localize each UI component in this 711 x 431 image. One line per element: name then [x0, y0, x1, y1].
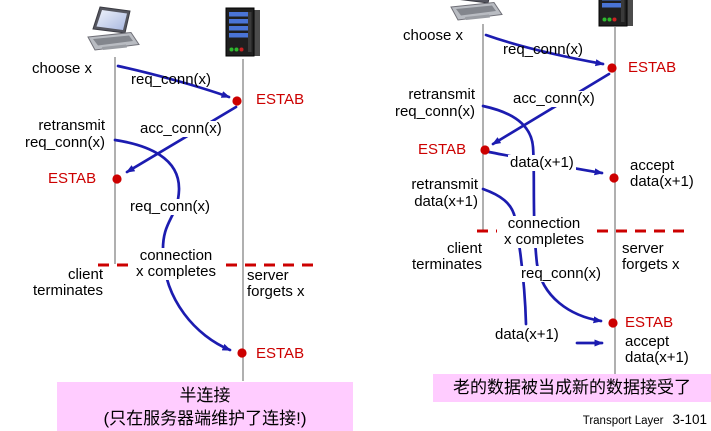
choose-x-label: choose x: [32, 60, 93, 77]
req-conn-arrow: [116, 64, 231, 99]
estab-state-dot: [112, 174, 122, 184]
estab-state-dot: [237, 348, 247, 358]
client-terminates-label: client terminates: [32, 266, 103, 299]
acc-conn-label: acc_conn(x): [511, 90, 597, 107]
estab-label: ESTAB: [48, 170, 97, 187]
retransmitted-req-conn-label: req_conn(x): [519, 265, 604, 282]
retransmit-req-conn-arrow: [113, 138, 232, 352]
retransmit-req-conn-arrow: [481, 104, 603, 324]
retransmit-req-conn-label: retransmit req_conn(x): [24, 117, 105, 151]
estab-label: ESTAB: [418, 141, 467, 158]
choose-x-label: choose x: [403, 27, 464, 44]
client-laptop-icon: [450, 0, 503, 21]
estab-state-dot: [232, 96, 242, 106]
estab-label: ESTAB: [628, 59, 677, 76]
retransmit-data-curve: [481, 187, 528, 326]
retransmitted-req-conn-label: req_conn(x): [128, 198, 213, 215]
footer-course-label: Transport Layer: [582, 415, 664, 427]
estab-label: ESTAB: [625, 314, 674, 331]
accept-data-label: accept data(x+1): [630, 157, 694, 190]
acc-conn-arrow: [491, 72, 611, 146]
server-forgets-label: server forgets x: [247, 267, 305, 300]
estab-label: ESTAB: [256, 91, 305, 108]
data-label: data(x+1): [493, 326, 561, 343]
connection-completes-label: connection x completes: [131, 248, 221, 280]
data-label: data(x+1): [508, 154, 576, 171]
retransmit-req-conn-label: retransmit req_conn(x): [394, 86, 475, 120]
estab-state-dot: [607, 63, 617, 73]
req-conn-arrow: [484, 33, 605, 67]
acc-conn-arrow: [125, 105, 238, 174]
client-laptop-icon: [87, 6, 140, 51]
acc-conn-label: acc_conn(x): [138, 120, 224, 137]
client-terminates-label: client terminates: [411, 240, 482, 273]
half-connection-caption: 半连接 (只在服务器端维护了连接!): [57, 382, 353, 431]
req-conn-label: req_conn(x): [131, 71, 212, 88]
req-conn-label: req_conn(x): [503, 41, 584, 58]
server-tower-icon: [225, 7, 261, 57]
accept-data-dot: [609, 173, 619, 183]
slide-footer: Transport Layer 3-101: [583, 412, 707, 427]
connection-completes-label: connection x completes: [497, 216, 591, 248]
server-tower-icon: [598, 0, 634, 27]
footer-page-number: 3-101: [672, 412, 707, 427]
old-data-accepted-caption: 老的数据被当成新的数据接受了: [433, 374, 711, 402]
estab-label: ESTAB: [256, 345, 305, 362]
retransmit-data-label: retransmit data(x+1): [411, 176, 478, 210]
estab-state-dot: [480, 145, 490, 155]
accept-data-label: accept data(x+1): [625, 333, 689, 366]
server-forgets-label: server forgets x: [622, 240, 680, 273]
estab-state-dot: [608, 318, 618, 328]
